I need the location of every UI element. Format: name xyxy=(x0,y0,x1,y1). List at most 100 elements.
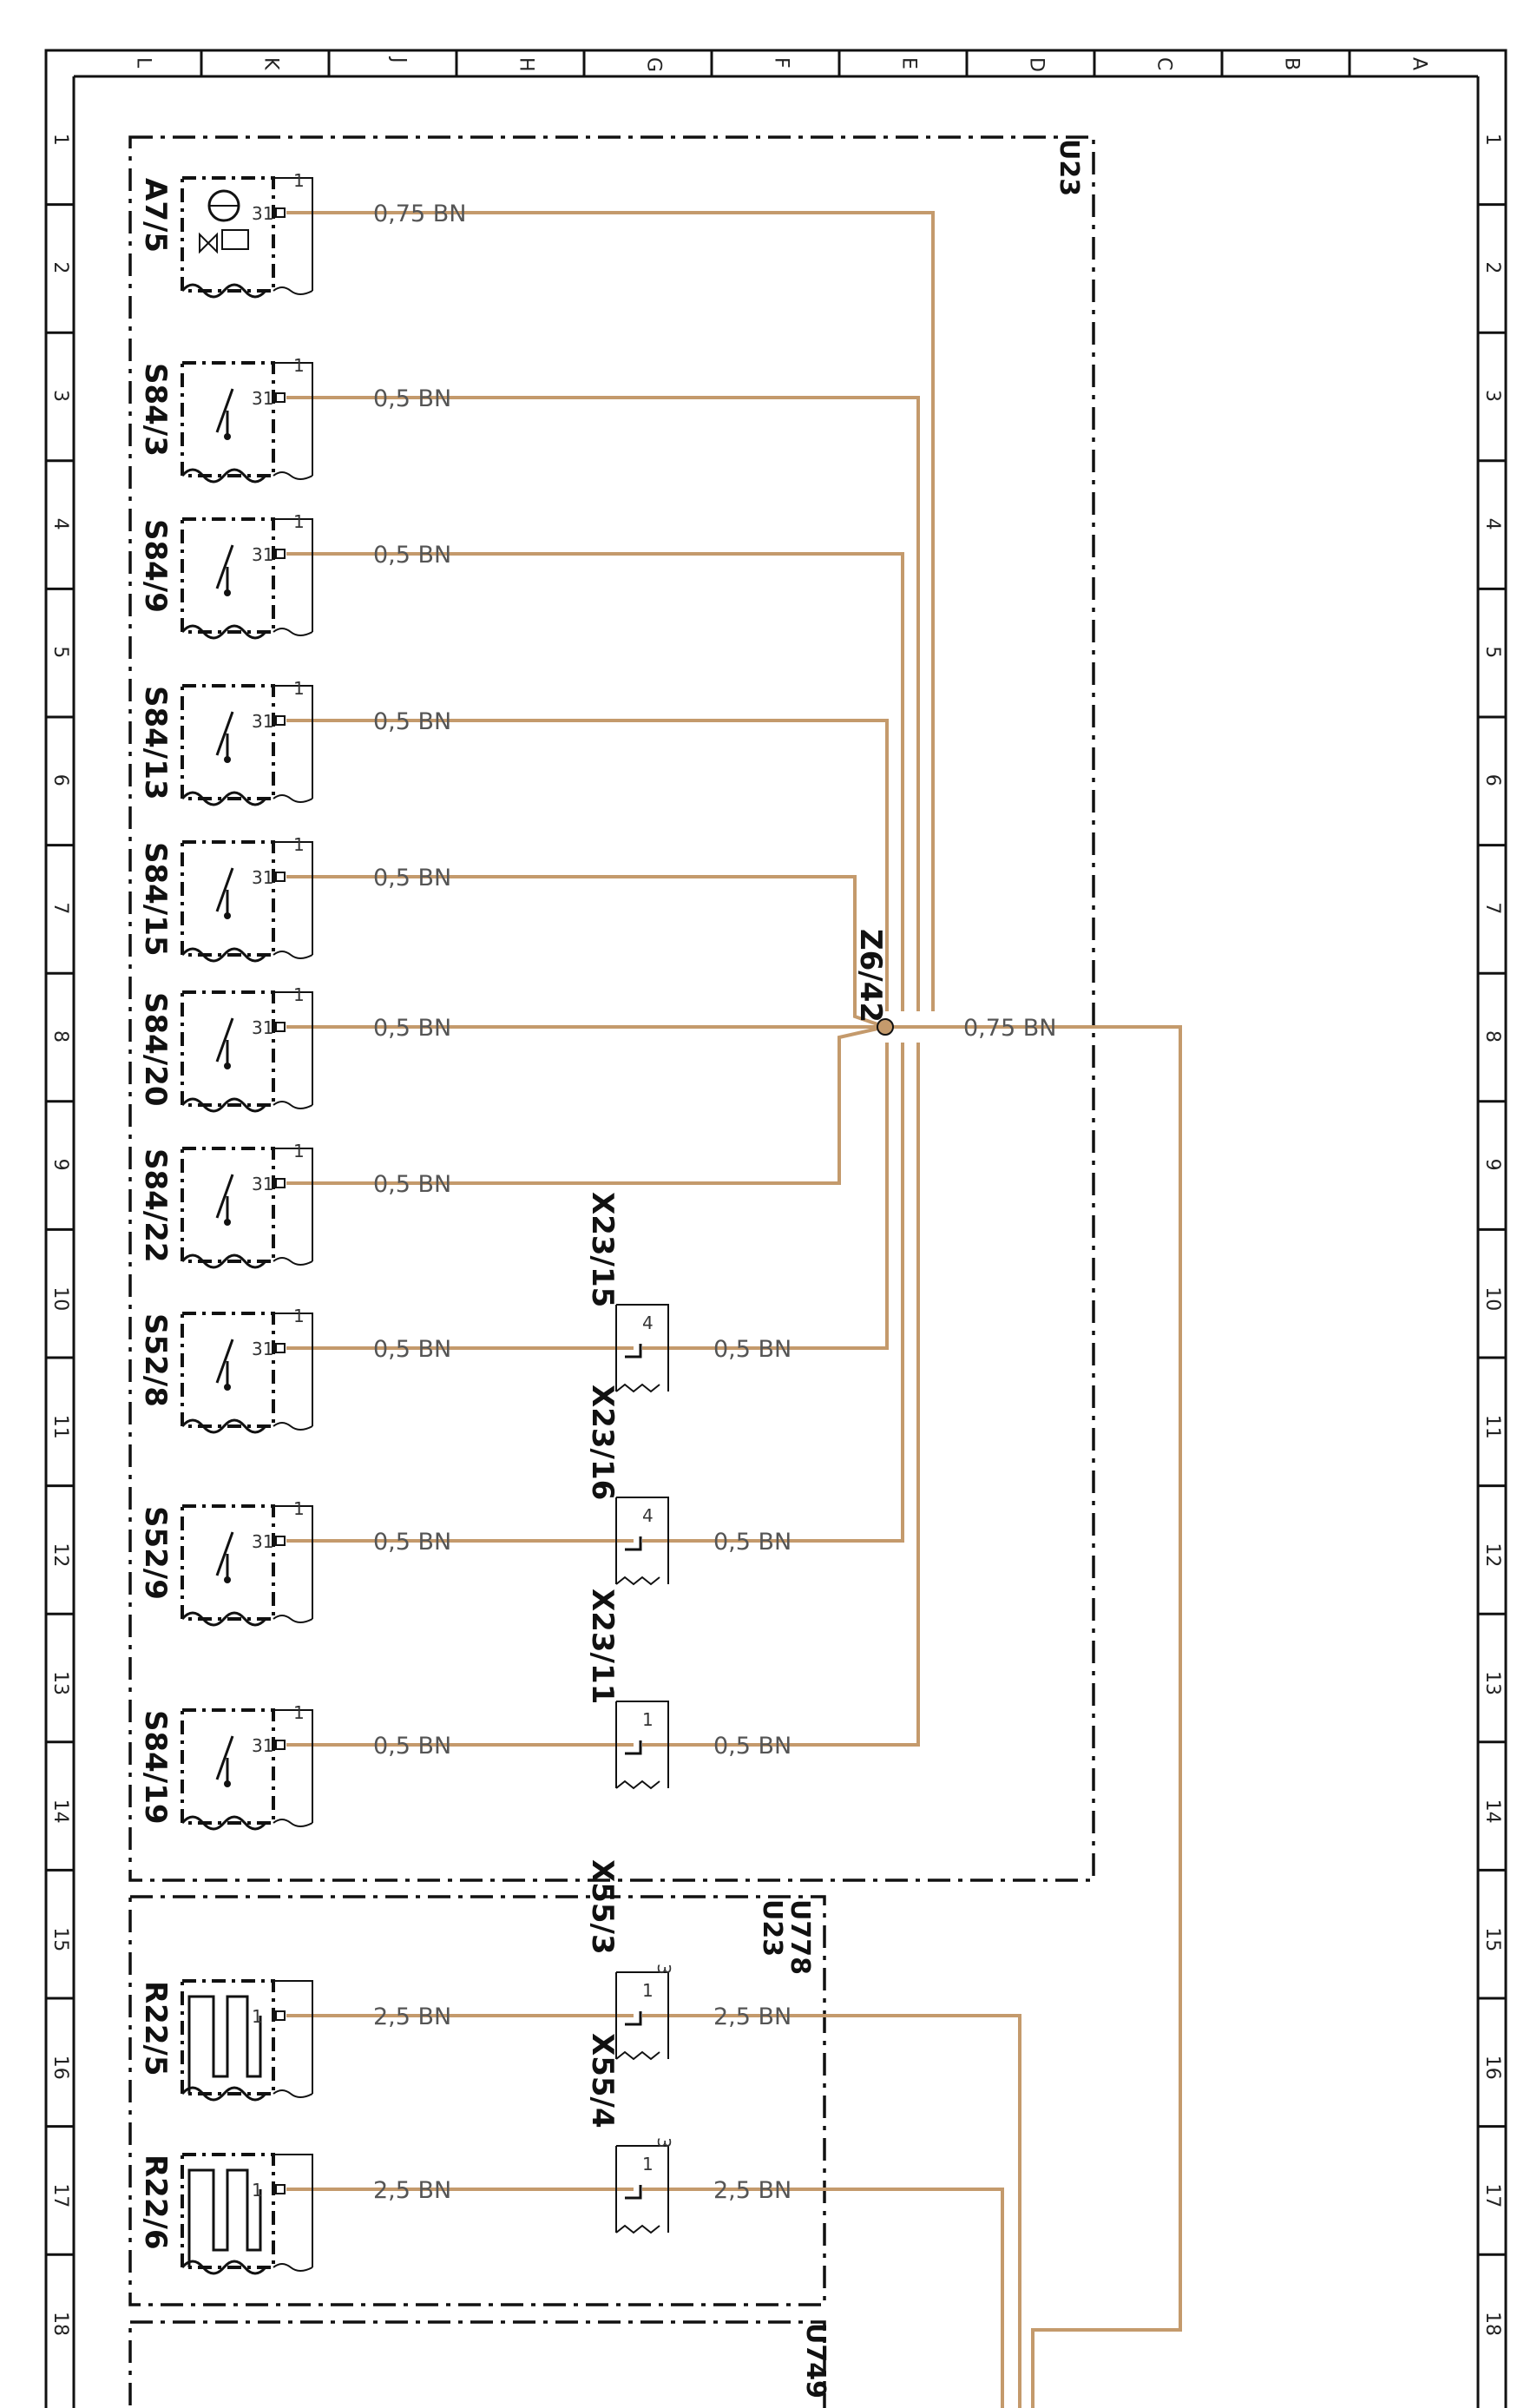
pin-terminal xyxy=(275,715,286,726)
column-label: F xyxy=(771,57,792,69)
connector-break xyxy=(273,1615,313,1623)
wire-label: 0,5 BN xyxy=(373,865,451,891)
connector-pin-label: 1 xyxy=(293,1498,305,1519)
connector-break xyxy=(273,1101,313,1109)
pin-terminal xyxy=(275,1536,286,1546)
group-box xyxy=(128,135,1095,1882)
switch-blade xyxy=(215,1735,234,1780)
connector-pin-label: 1 xyxy=(293,678,305,699)
connector-pin-label: 1 xyxy=(293,511,305,532)
component-outline xyxy=(181,840,275,957)
row-label-right: 17 xyxy=(1481,2183,1503,2207)
component-outline xyxy=(181,1312,275,1428)
switch-contact xyxy=(224,1780,231,1787)
pin-label: 31 xyxy=(252,711,273,732)
connector-pin-symbol xyxy=(625,2185,642,2200)
wire-label: 0,5 BN xyxy=(373,708,451,735)
connector-body xyxy=(273,685,313,799)
group-label: U23 xyxy=(757,1899,787,1957)
pin-terminal xyxy=(275,872,286,882)
switch-blade xyxy=(215,388,234,433)
inline-connector: 4 xyxy=(615,1304,669,1393)
row-label-left: 13 xyxy=(49,1671,71,1695)
row-label-left: 7 xyxy=(49,902,71,914)
break-line xyxy=(181,1253,267,1269)
connector-body xyxy=(273,991,313,1105)
pin-terminal xyxy=(275,1740,286,1750)
component-outline xyxy=(181,990,275,1107)
connector-break xyxy=(273,471,313,480)
component-switch: 311 xyxy=(181,355,313,484)
group-label: U778 xyxy=(785,1899,815,1975)
switch-contact xyxy=(224,756,231,763)
wire-segment xyxy=(286,719,889,1011)
pin-terminal xyxy=(275,1178,286,1188)
wire-segment xyxy=(642,2188,1004,2408)
connector-pin-symbol xyxy=(625,2011,642,2026)
component-label: A7/5 xyxy=(138,178,173,253)
pin-label: 1 xyxy=(252,2006,263,2027)
row-label-right: 8 xyxy=(1481,1030,1503,1043)
switch-blade xyxy=(215,1174,234,1219)
component-groups xyxy=(128,135,1095,2408)
connector-pin-label: 1 xyxy=(293,355,305,376)
inline-connector: 4 xyxy=(615,1497,669,1586)
connector-top-pin-label: 3 xyxy=(654,1964,674,1975)
break-line xyxy=(181,1097,267,1113)
column-label: K xyxy=(260,57,282,70)
component-outline xyxy=(181,361,275,477)
pin-terminal xyxy=(275,1343,286,1353)
component-heater: 1 xyxy=(181,2153,313,2275)
switch-blade xyxy=(215,711,234,756)
row-label-left: 3 xyxy=(49,390,71,402)
column-label: L xyxy=(133,57,154,69)
component-heater: 1 xyxy=(181,1979,313,2102)
pin-label: 31 xyxy=(252,1339,273,1359)
wire-label: 0,5 BN xyxy=(373,385,451,412)
pin-terminal xyxy=(275,549,286,559)
component-outline xyxy=(181,1708,275,1825)
connector-pin-label: 1 xyxy=(293,170,305,191)
row-label-left: 17 xyxy=(49,2183,71,2207)
wire-label: 2,5 BN xyxy=(373,2003,451,2030)
inline-connector: 13 xyxy=(615,2137,674,2234)
component-label: S84/19 xyxy=(138,1710,173,1825)
solenoid-icon xyxy=(221,229,249,250)
connector-body xyxy=(273,1980,313,2094)
splice-node xyxy=(877,1018,894,1036)
wire-segment xyxy=(642,1043,904,1543)
component-outline xyxy=(181,517,275,634)
component-outline xyxy=(181,2153,275,2269)
pin-label: 31 xyxy=(252,867,273,888)
break-line xyxy=(181,624,267,640)
break-line xyxy=(181,2086,267,2102)
row-label-right: 3 xyxy=(1481,390,1503,402)
column-label: C xyxy=(1153,57,1175,70)
component-switch: 311 xyxy=(181,834,313,963)
row-label-right: 10 xyxy=(1481,1286,1503,1311)
switch-contact xyxy=(224,1576,231,1583)
switch-contact xyxy=(224,589,231,596)
component-label: R22/6 xyxy=(138,2155,173,2250)
column-label: J xyxy=(388,56,410,63)
switch-blade xyxy=(215,1339,234,1384)
group-box xyxy=(128,1895,826,2306)
component-label: R22/5 xyxy=(138,1981,173,2076)
connector-outline xyxy=(616,1971,669,2059)
wire-label: 0,5 BN xyxy=(373,1171,451,1198)
row-label-right: 18 xyxy=(1481,2312,1503,2336)
connector-break xyxy=(273,1257,313,1266)
wire-label: 2,5 BN xyxy=(373,2177,451,2204)
wire-label: 0,75 BN xyxy=(963,1015,1056,1042)
connector-body xyxy=(273,1505,313,1619)
connector-outline xyxy=(616,1497,669,1584)
switch-contact xyxy=(224,912,231,919)
connector-pin-label: 1 xyxy=(642,1709,654,1730)
outer-frame xyxy=(44,49,1507,2408)
break-line xyxy=(181,1418,267,1434)
pin-label: 1 xyxy=(252,2180,263,2201)
pin-label: 31 xyxy=(252,1735,273,1756)
wires xyxy=(286,211,1182,2408)
